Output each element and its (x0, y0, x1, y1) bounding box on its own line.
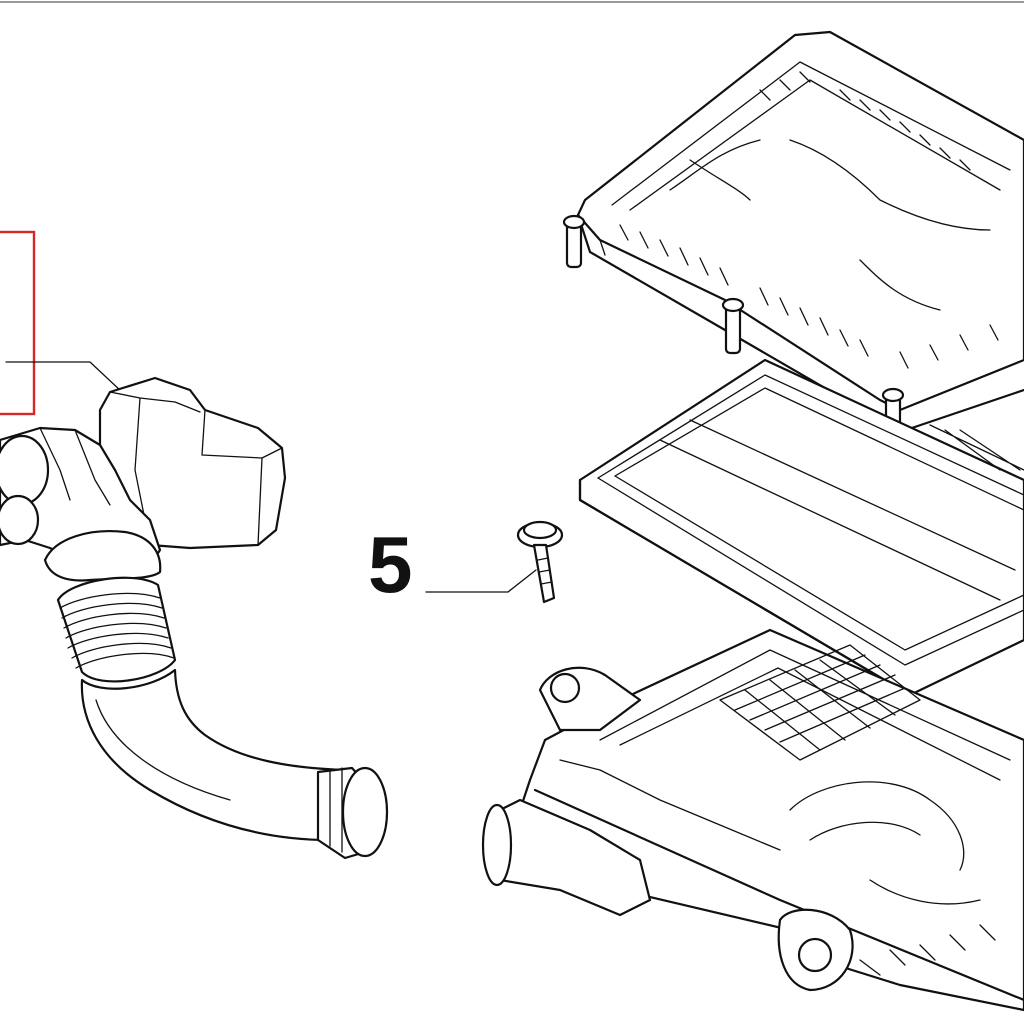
duct-leader-line (5, 361, 123, 393)
bolt (425, 520, 564, 604)
air-filter-element (578, 358, 1024, 697)
callout-number-5: 5 (368, 520, 413, 609)
air-filter-cover (562, 30, 1024, 445)
bellows-ribs (59, 592, 175, 669)
cover-ribs (619, 71, 999, 369)
air-filter-housing (481, 628, 1024, 1012)
highlight-box (0, 230, 36, 416)
air-intake-duct (0, 361, 389, 860)
housing-lattice (719, 644, 921, 761)
bolt-leader-line (425, 569, 537, 593)
